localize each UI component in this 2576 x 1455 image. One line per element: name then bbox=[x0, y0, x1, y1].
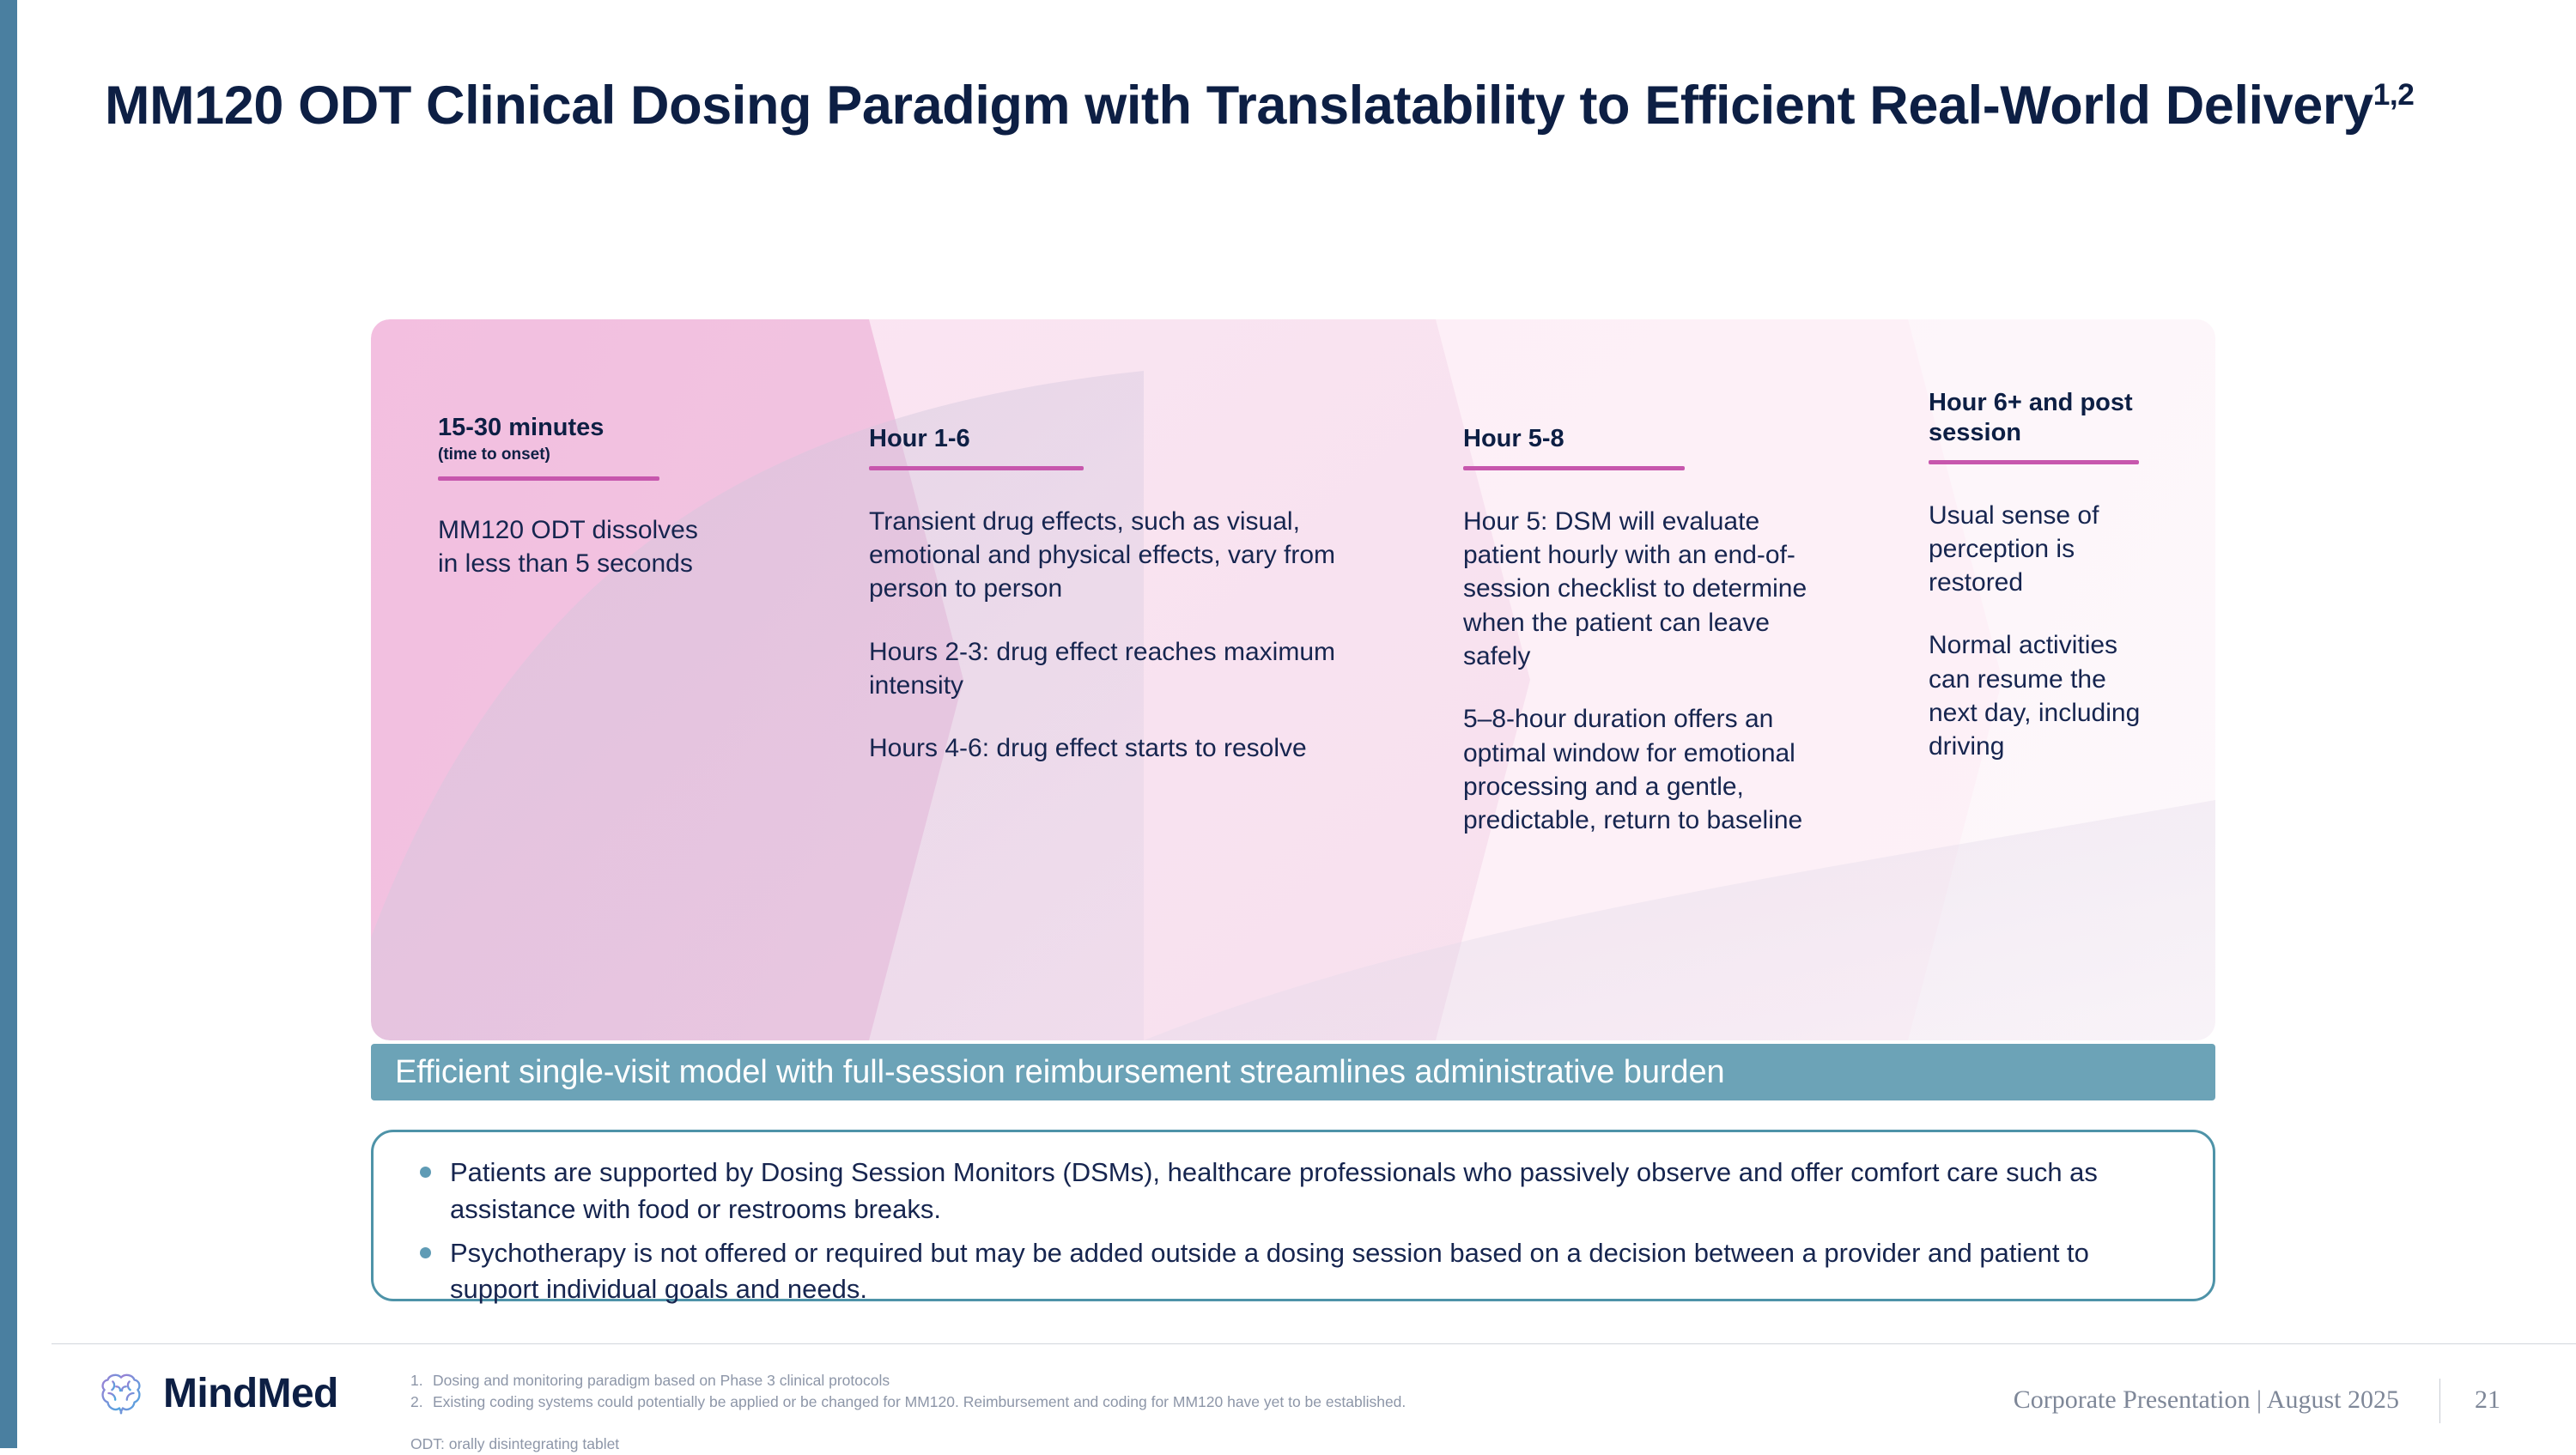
timeline-column-2-paragraph-2: Hours 2-3: drug effect reaches maximum i… bbox=[869, 637, 1336, 700]
timeline-column-4-paragraph-2: Normal activities can resume the next da… bbox=[1929, 631, 2141, 761]
timeline-column-2: Hour 1-6 Transient drug effects, such as… bbox=[869, 319, 1384, 1040]
brain-icon bbox=[101, 1373, 141, 1415]
abbreviation-note: ODT: orally disintegrating tablet bbox=[410, 1434, 620, 1452]
deck-label: Corporate Presentation | August 2025 bbox=[2013, 1385, 2399, 1414]
timeline-column-3-rule bbox=[1463, 465, 1685, 470]
footnote-2-number: 2. bbox=[410, 1393, 423, 1411]
list-item: Psychotherapy is not offered or required… bbox=[410, 1235, 2178, 1309]
timeline-column-3-body: Hour 5: DSM will evaluate patient hourly… bbox=[1463, 505, 1841, 838]
mindmed-logo: MindMed bbox=[94, 1367, 338, 1420]
timeline-column-2-rule bbox=[869, 465, 1084, 470]
timeline-column-1-rule bbox=[438, 476, 659, 481]
timeline-column-3-paragraph-2: 5–8-hour duration offers an optimal wind… bbox=[1463, 705, 1803, 835]
footnote-2: 2. Existing coding systems could potenti… bbox=[410, 1391, 1698, 1413]
timeline-column-2-paragraph-1: Transient drug effects, such as visual, … bbox=[869, 506, 1336, 603]
timeline-column-4: Hour 6+ and post session Usual sense of … bbox=[1929, 319, 2160, 1040]
footnote-1-text: Dosing and monitoring paradigm based on … bbox=[433, 1372, 890, 1389]
bullet-dot-icon bbox=[420, 1246, 431, 1258]
highlight-banner-text: Efficient single-visit model with full-s… bbox=[395, 1054, 1725, 1090]
mindmed-wordmark: MindMed bbox=[163, 1370, 338, 1416]
left-accent-bar bbox=[0, 0, 17, 1448]
page-number: 21 bbox=[2475, 1385, 2500, 1414]
timeline-column-2-body: Transient drug effects, such as visual, … bbox=[869, 505, 1384, 766]
timeline-column-3-paragraph-1: Hour 5: DSM will evaluate patient hourly… bbox=[1463, 506, 1807, 670]
page-title-superscript: 1,2 bbox=[2372, 78, 2415, 112]
page-title: MM120 ODT Clinical Dosing Paradigm with … bbox=[105, 76, 2535, 137]
dosing-timeline: 15-30 minutes (time to onset) MM120 ODT … bbox=[371, 319, 2215, 1040]
footnote-1: 1. Dosing and monitoring paradigm based … bbox=[410, 1370, 1698, 1391]
callout-bullet-1: Patients are supported by Dosing Session… bbox=[450, 1157, 2098, 1224]
timeline-column-4-heading: Hour 6+ and post session bbox=[1929, 389, 2133, 446]
footnote-1-number: 1. bbox=[410, 1372, 423, 1389]
callout-bullet-2: Psychotherapy is not offered or required… bbox=[450, 1237, 2089, 1305]
page-number-divider bbox=[2439, 1379, 2440, 1423]
bullet-dot-icon bbox=[420, 1167, 431, 1178]
timeline-column-1: 15-30 minutes (time to onset) MM120 ODT … bbox=[438, 319, 704, 1040]
footnote-2-text: Existing coding systems could potentiall… bbox=[433, 1393, 1406, 1411]
timeline-background-shapes bbox=[371, 319, 2215, 1040]
timeline-column-1-subheading: (time to onset) bbox=[438, 445, 550, 464]
callout-box: Patients are supported by Dosing Session… bbox=[371, 1130, 2215, 1304]
timeline-column-3: Hour 5-8 Hour 5: DSM will evaluate patie… bbox=[1463, 319, 1841, 1040]
page-title-text: MM120 ODT Clinical Dosing Paradigm with … bbox=[105, 76, 2373, 136]
timeline-column-1-paragraph-1: MM120 ODT dissolves in less than 5 secon… bbox=[438, 515, 698, 579]
timeline-column-4-rule bbox=[1929, 459, 2139, 464]
timeline-column-1-body: MM120 ODT dissolves in less than 5 secon… bbox=[438, 513, 704, 581]
timeline-column-2-paragraph-3: Hours 4-6: drug effect starts to resolve bbox=[869, 734, 1307, 763]
footer-divider bbox=[52, 1343, 2576, 1344]
timeline-column-1-heading: 15-30 minutes bbox=[438, 414, 605, 441]
footnotes: 1. Dosing and monitoring paradigm based … bbox=[410, 1370, 1698, 1455]
timeline-column-3-heading: Hour 5-8 bbox=[1463, 425, 1564, 452]
highlight-banner: Efficient single-visit model with full-s… bbox=[371, 1044, 2215, 1100]
timeline-column-4-body: Usual sense of perception is restored No… bbox=[1929, 499, 2160, 764]
timeline-column-2-heading: Hour 1-6 bbox=[869, 425, 970, 452]
list-item: Patients are supported by Dosing Session… bbox=[410, 1155, 2178, 1228]
timeline-column-4-paragraph-1: Usual sense of perception is restored bbox=[1929, 500, 2099, 597]
